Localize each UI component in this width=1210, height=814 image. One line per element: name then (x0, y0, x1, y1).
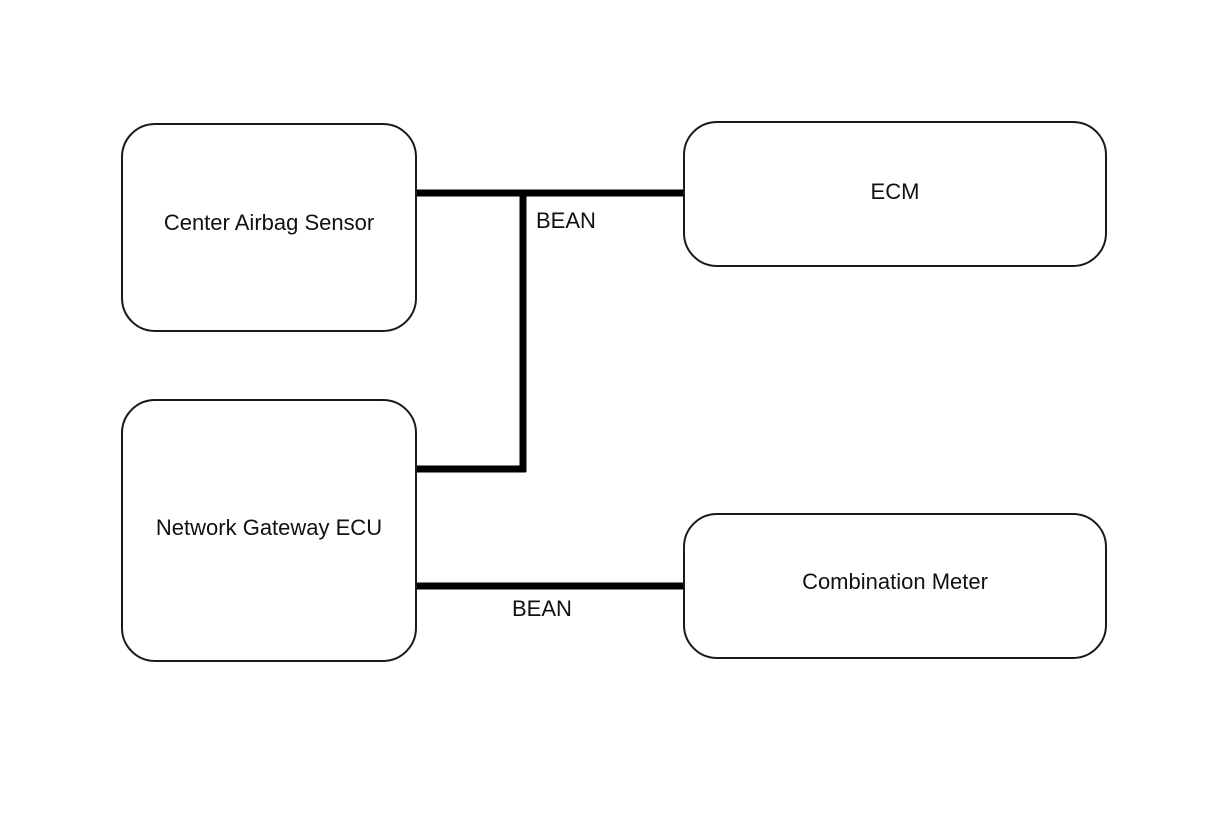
bus-label-bottom: BEAN (512, 596, 572, 621)
node-label: Center Airbag Sensor (163, 209, 375, 235)
node-network-gateway-ecu: Network Gateway ECU (121, 399, 417, 662)
node-label: Network Gateway ECU (155, 514, 383, 540)
node-combination-meter: Combination Meter (683, 513, 1107, 659)
node-center-airbag-sensor: Center Airbag Sensor (121, 123, 417, 332)
node-label: Combination Meter (802, 569, 988, 594)
node-ecm: ECM (683, 121, 1107, 267)
bus-label-top: BEAN (536, 208, 596, 233)
node-label: ECM (870, 179, 920, 204)
